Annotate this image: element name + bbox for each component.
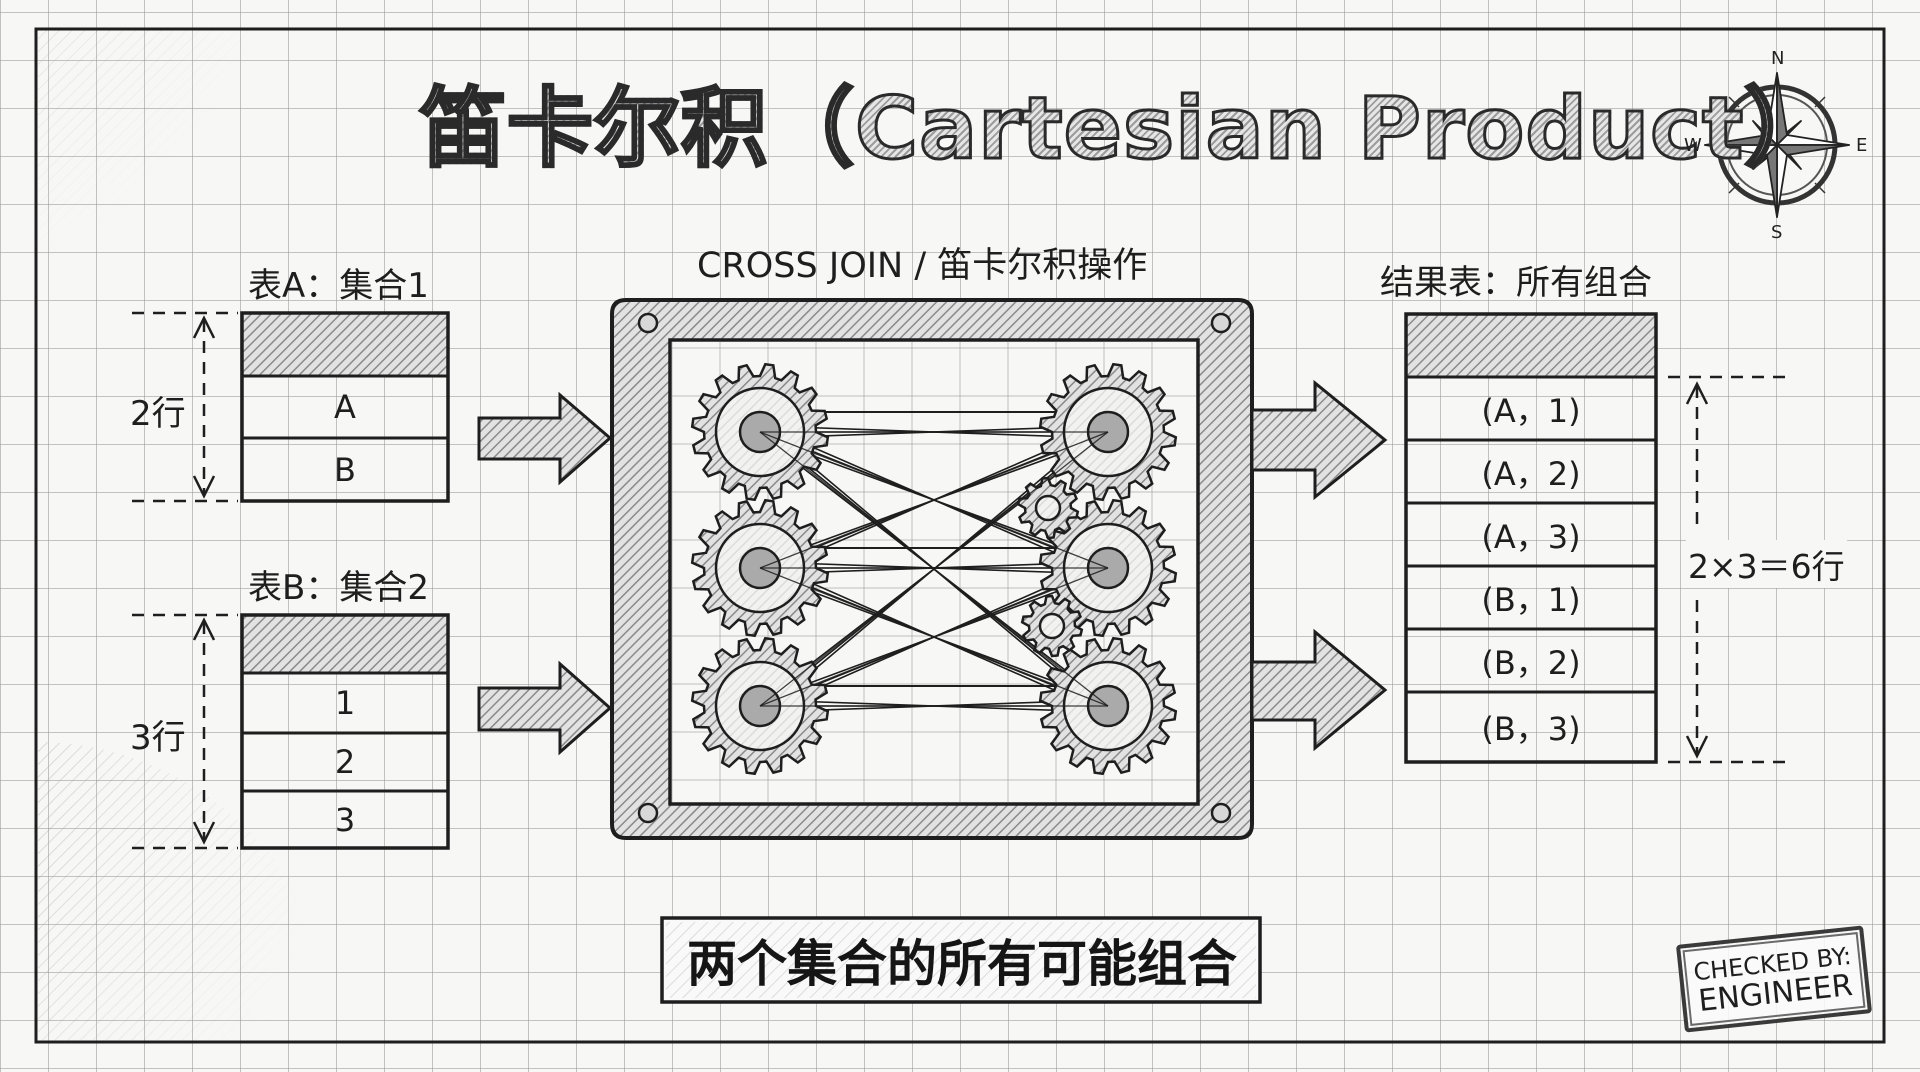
- gear-ring: [1034, 494, 1062, 522]
- table-a-row-count: 2行: [130, 394, 186, 434]
- small-gear-icon: [1016, 476, 1080, 540]
- combination-link: [759, 431, 1109, 569]
- table-b-row: 1: [334, 684, 356, 722]
- table-b-row: 2: [334, 743, 356, 781]
- compass-north-label: N: [1771, 48, 1785, 69]
- table-b-row-count: 3行: [130, 718, 186, 758]
- result-table-caption: 结果表：所有组合: [1380, 263, 1652, 303]
- result-row: (A，3): [1481, 517, 1581, 556]
- table-a-row: B: [334, 450, 356, 489]
- gear-ring: [1038, 612, 1066, 640]
- table-a-caption: 表A：集合1: [248, 266, 429, 306]
- result-table: [1404, 312, 1792, 764]
- result-row: (B，1): [1481, 580, 1581, 619]
- drawing-frame: [34, 27, 1886, 1044]
- gear-set: [690, 362, 1178, 776]
- output-arrow-top: [1250, 379, 1388, 501]
- compass-rose-icon: [1704, 72, 1850, 218]
- compass-east-label: E: [1856, 135, 1868, 156]
- input-arrow-a: [477, 391, 613, 486]
- result-row: (A，2): [1481, 454, 1581, 493]
- summary-caption: 两个集合的所有可能组合: [687, 935, 1237, 993]
- compass-south-label: S: [1771, 222, 1783, 243]
- page-title: 笛卡尔积（Cartesian Product）: [418, 58, 1831, 183]
- corner-hatching-top-left: [38, 30, 418, 360]
- result-row: (B，2): [1481, 643, 1581, 682]
- combination-link: [759, 431, 1109, 707]
- small-gear-icon: [1020, 594, 1084, 658]
- table-a: [132, 311, 450, 503]
- table-b: [132, 613, 450, 850]
- table-b-caption: 表B：集合2: [248, 568, 429, 608]
- operation-caption: CROSS JOIN / 笛卡尔积操作: [697, 246, 1148, 286]
- combination-link: [759, 567, 1109, 707]
- compass-west-label: W: [1684, 135, 1702, 156]
- result-row: (B，3): [1481, 710, 1581, 748]
- summary-box: [660, 916, 1262, 1004]
- output-arrow-bottom: [1250, 628, 1388, 752]
- table-b-row: 3: [334, 800, 356, 839]
- input-arrow-b: [477, 660, 613, 756]
- table-a-row: A: [334, 388, 356, 426]
- result-row-count: 2×3＝6行: [1686, 540, 1847, 588]
- result-row: (A，1): [1481, 391, 1581, 430]
